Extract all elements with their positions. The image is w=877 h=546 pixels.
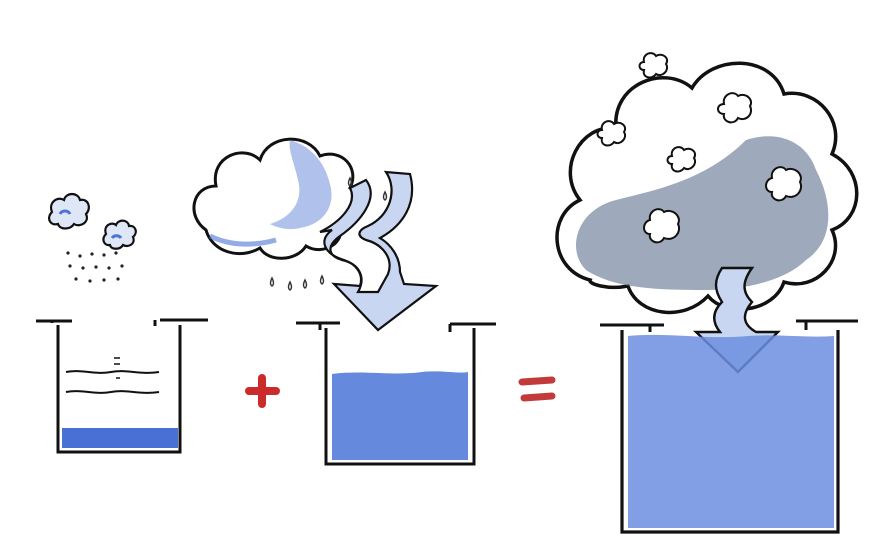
small-cloud-icon — [49, 194, 89, 229]
container-shallow — [36, 320, 208, 452]
container-half — [296, 323, 496, 464]
small-cloud-icon — [103, 221, 135, 249]
container-full — [600, 321, 858, 532]
equals-icon — [522, 380, 552, 398]
panel-cloud-arrow — [194, 139, 496, 464]
panel-full — [557, 53, 858, 532]
panel-small-rain — [36, 194, 208, 452]
tree-cloud-icon — [557, 53, 857, 312]
plus-icon — [249, 378, 276, 404]
rain-drops-icon — [66, 251, 123, 282]
